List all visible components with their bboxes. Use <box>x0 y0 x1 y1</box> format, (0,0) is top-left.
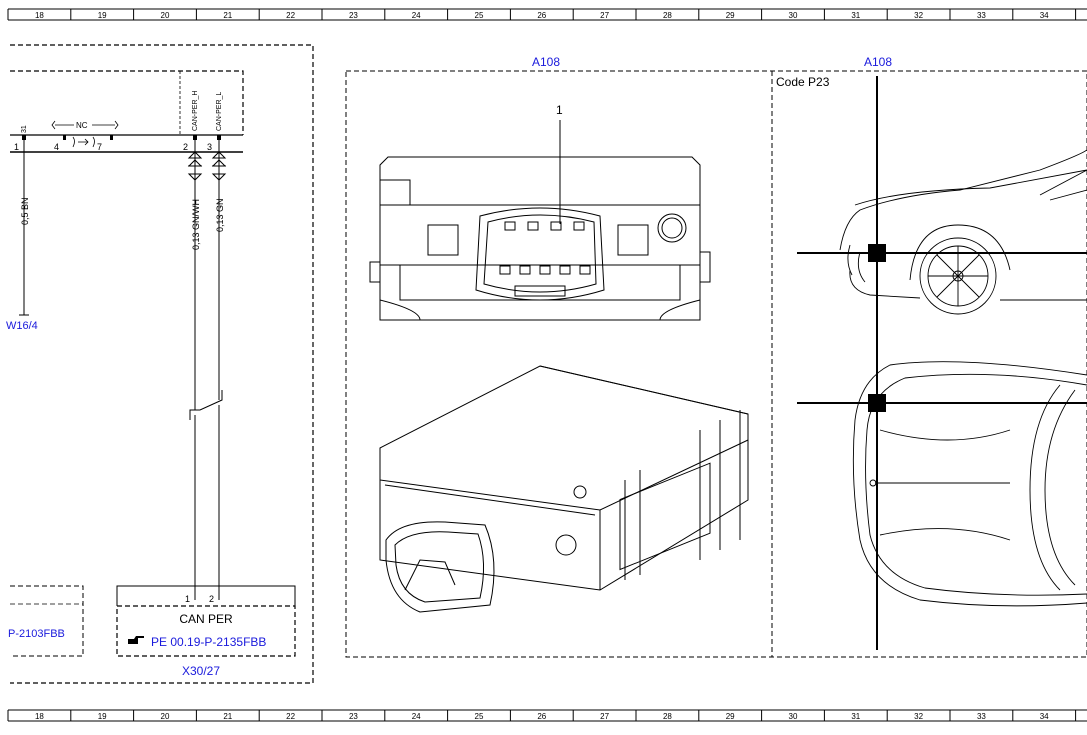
grid-number: 34 <box>1040 712 1049 721</box>
grid-number: 32 <box>914 712 923 721</box>
grid-number: 18 <box>35 712 44 721</box>
grid-number: 32 <box>914 11 923 20</box>
grid-number: 29 <box>726 11 735 20</box>
grid-number: 28 <box>663 712 672 721</box>
pin-3-stub <box>217 135 221 140</box>
grid-number: 22 <box>286 712 295 721</box>
location-crosshair <box>797 76 1087 650</box>
can-per-box-top <box>116 585 296 606</box>
grid-number: 21 <box>223 712 232 721</box>
left-bottom-box <box>10 585 84 657</box>
grid-ruler-top: 18 19 20 21 22 23 24 25 26 27 28 29 30 31 32 33 34 <box>7 8 1087 21</box>
grid-number: 28 <box>663 11 672 20</box>
wire-gn-label: 0,13 GN <box>215 198 225 232</box>
grid-number: 31 <box>851 712 860 721</box>
left-box-ref-link[interactable]: P-2103FBB <box>8 628 65 640</box>
callout-number: 1 <box>556 103 563 117</box>
wire-bn-label: 0,5 BN <box>20 197 30 225</box>
a108-label-right[interactable]: A108 <box>864 55 892 69</box>
location-marker-top <box>868 394 886 412</box>
grid-number: 30 <box>789 11 798 20</box>
grid-number: 25 <box>475 11 484 20</box>
wire-gnwh-label: 0,13 GN/WH <box>191 199 201 250</box>
grid-number: 31 <box>851 11 860 20</box>
grid-number: 19 <box>98 712 107 721</box>
pin-7-label: 7 <box>97 142 102 152</box>
car-top-view <box>852 361 1087 607</box>
pin-7-stub <box>110 135 113 140</box>
connector-box-top <box>10 70 244 135</box>
can-wires <box>187 140 227 600</box>
can-per-box <box>116 605 296 657</box>
pin-4-label: 4 <box>54 142 59 152</box>
grid-number: 23 <box>349 11 358 20</box>
pin-4-stub <box>63 135 66 140</box>
grid-ruler-bottom: 18 19 20 21 22 23 24 25 26 27 28 29 30 31 32 33 34 <box>7 709 1087 722</box>
grid-number: 33 <box>977 11 986 20</box>
nc-switch-symbol: NC <box>51 120 119 148</box>
module-front-view <box>369 120 711 321</box>
hand-pointer-icon <box>128 636 144 644</box>
grid-number: 26 <box>537 712 546 721</box>
grid-number: 34 <box>1040 11 1049 20</box>
code-label: Code P23 <box>776 75 830 89</box>
nc-label: NC <box>76 121 88 130</box>
grid-number: 33 <box>977 712 986 721</box>
can-per-l-label: CAN-PER_L <box>216 92 223 131</box>
ground-ref-link[interactable]: W16/4 <box>6 320 38 332</box>
views-frame <box>345 70 1087 658</box>
grid-number: 27 <box>600 11 609 20</box>
pin-2-stub <box>193 135 197 140</box>
can-pin-2: 2 <box>209 594 214 604</box>
left-frame <box>10 44 314 684</box>
grid-number: 24 <box>412 11 421 20</box>
grid-number: 26 <box>537 11 546 20</box>
location-marker-side <box>868 244 886 262</box>
grid-number: 25 <box>475 712 484 721</box>
can-pin-1: 1 <box>185 594 190 604</box>
grid-number: 30 <box>789 712 798 721</box>
car-side-view <box>839 149 1087 315</box>
grid-number: 22 <box>286 11 295 20</box>
pin-3-label: 3 <box>207 142 212 152</box>
pin-2-label: 2 <box>183 142 188 152</box>
pin-31-stub <box>22 135 26 140</box>
pin-1-label: 1 <box>14 142 19 152</box>
can-per-title: CAN PER <box>179 612 233 626</box>
grid-number: 20 <box>161 11 170 20</box>
grid-number: 18 <box>35 11 44 20</box>
can-per-ref-link[interactable]: PE 00.19-P-2135FBB <box>151 635 266 649</box>
grid-number: 19 <box>98 11 107 20</box>
a108-label-left[interactable]: A108 <box>532 55 560 69</box>
grid-number: 21 <box>223 11 232 20</box>
module-isometric-view <box>379 365 749 613</box>
grid-number: 27 <box>600 712 609 721</box>
pin-31-label: 31 <box>21 125 28 133</box>
grid-number: 20 <box>161 712 170 721</box>
grid-number: 24 <box>412 712 421 721</box>
can-per-h-label: CAN-PER_H <box>192 91 199 131</box>
grid-number: 29 <box>726 712 735 721</box>
grid-number: 23 <box>349 712 358 721</box>
component-x30-27-link[interactable]: X30/27 <box>182 664 220 678</box>
